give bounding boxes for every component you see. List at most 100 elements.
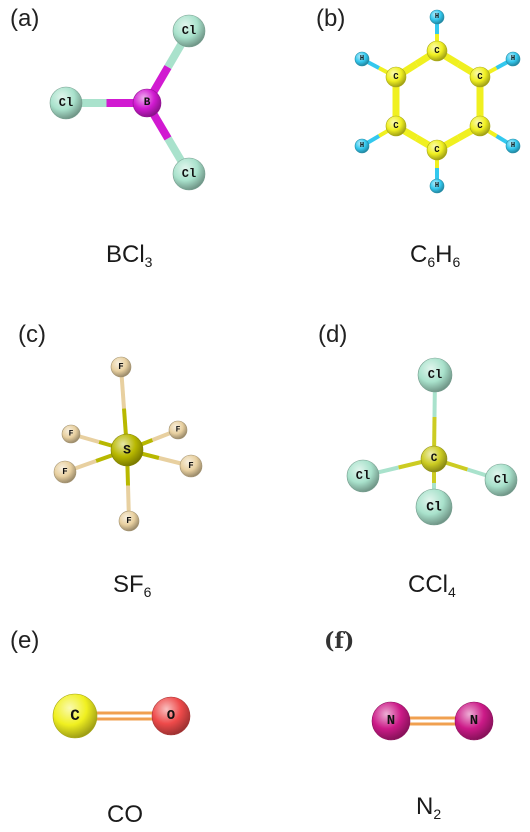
- atom-label-d-2: Cl: [356, 469, 370, 483]
- formula-main: N: [416, 793, 433, 820]
- formula-sub: 6: [427, 254, 435, 270]
- atom-label-c-5: F: [188, 461, 193, 471]
- atom-label-a-1: Cl: [182, 24, 196, 38]
- atom-c-f-2: [61, 424, 81, 444]
- atom-a-cl-3: [172, 157, 206, 191]
- formula-caption-e: CO: [107, 801, 143, 828]
- atom-d-cl-1: [417, 357, 453, 393]
- atom-b-c-4: [385, 115, 407, 137]
- bonds: [66, 28, 193, 177]
- panel-label-f: (f): [324, 628, 354, 654]
- atom-e-c-0: [52, 693, 98, 739]
- atom-label-c-0: S: [123, 443, 131, 458]
- atom-b-c-0: [426, 40, 448, 62]
- atom-d-cl-3: [484, 463, 518, 497]
- atom-a-cl-2: [49, 86, 83, 120]
- formula-tail-sub: 6: [452, 254, 460, 270]
- atom-label-d-4: Cl: [426, 500, 442, 515]
- panel-label-e: (e): [10, 627, 39, 654]
- atom-label-b-9: H: [435, 182, 439, 190]
- atom-label-b-4: C: [393, 121, 399, 131]
- atom-label-a-2: Cl: [59, 96, 73, 110]
- formula-tail: H: [435, 241, 452, 268]
- atom-label-c-3: F: [176, 426, 181, 435]
- atoms: S F F F F F F: [53, 356, 203, 532]
- atom-b-h-11: [354, 51, 370, 67]
- formula-main: CCl: [408, 571, 448, 598]
- atom-b-h-7: [505, 51, 521, 67]
- atom-label-f-1: N: [470, 713, 478, 729]
- atom-b-c-5: [385, 66, 407, 88]
- bonds: [362, 374, 502, 507]
- atom-label-b-1: C: [477, 72, 483, 82]
- formula-main: BCl: [106, 241, 145, 268]
- panel-label-a: (a): [10, 5, 39, 32]
- atom-b-h-9: [429, 178, 445, 194]
- atom-label-a-0: B: [144, 97, 151, 109]
- formula-main: SF: [113, 571, 144, 598]
- atom-label-c-6: F: [126, 516, 131, 526]
- atom-c-f-4: [53, 460, 77, 484]
- atom-b-c-1: [469, 66, 491, 88]
- atom-label-c-1: F: [118, 362, 123, 372]
- atom-label-b-10: H: [360, 142, 364, 150]
- atom-c-f-6: [118, 510, 140, 532]
- atom-c-f-1: [110, 356, 132, 378]
- atom-c-s-0: [110, 433, 144, 467]
- panel-label-b: (b): [316, 5, 345, 32]
- atom-d-cl-2: [346, 459, 380, 493]
- atom-label-d-1: Cl: [428, 368, 442, 382]
- atom-e-o-1: [151, 696, 191, 736]
- atom-label-c-4: F: [62, 467, 67, 477]
- atom-label-e-1: O: [167, 708, 175, 724]
- atom-a-cl-1: [172, 14, 206, 48]
- atom-d-c-0: [420, 445, 448, 473]
- formula-caption-a: BCl3: [106, 241, 153, 270]
- formula-sub: 3: [145, 254, 153, 270]
- atom-b-h-6: [429, 9, 445, 25]
- atom-label-b-7: H: [511, 55, 515, 63]
- atom-label-d-0: C: [431, 453, 438, 465]
- atom-c-f-3: [168, 420, 188, 440]
- atom-label-b-5: C: [393, 72, 399, 82]
- atom-b-c-2: [469, 115, 491, 137]
- atom-label-d-3: Cl: [494, 473, 508, 487]
- atom-label-f-0: N: [387, 713, 395, 729]
- atom-d-cl-4: [415, 488, 453, 526]
- atom-b-h-8: [505, 138, 521, 154]
- atom-label-b-3: C: [434, 145, 440, 155]
- formula-main: C: [410, 241, 427, 268]
- atom-c-f-5: [179, 454, 203, 478]
- formula-sub: 2: [433, 806, 441, 822]
- atom-label-a-3: Cl: [182, 167, 196, 181]
- atom-label-b-8: H: [511, 142, 515, 150]
- atom-b-h-10: [354, 138, 370, 154]
- formula-caption-b: C6H6: [410, 241, 460, 270]
- formula-main: CO: [107, 801, 143, 828]
- atom-f-n-1: [454, 701, 494, 741]
- formula-sub: 4: [448, 584, 456, 600]
- formula-caption-f: N2: [416, 793, 441, 822]
- atom-a-b-0: [132, 88, 162, 118]
- atom-b-c-3: [426, 139, 448, 161]
- formula-sub: 6: [144, 584, 152, 600]
- panel-label-d: (d): [318, 321, 347, 348]
- atom-label-b-6: H: [435, 13, 439, 21]
- atom-label-c-2: F: [69, 430, 74, 439]
- formula-caption-d: CCl4: [408, 571, 456, 600]
- atom-f-n-0: [371, 701, 411, 741]
- atom-label-b-2: C: [477, 121, 483, 131]
